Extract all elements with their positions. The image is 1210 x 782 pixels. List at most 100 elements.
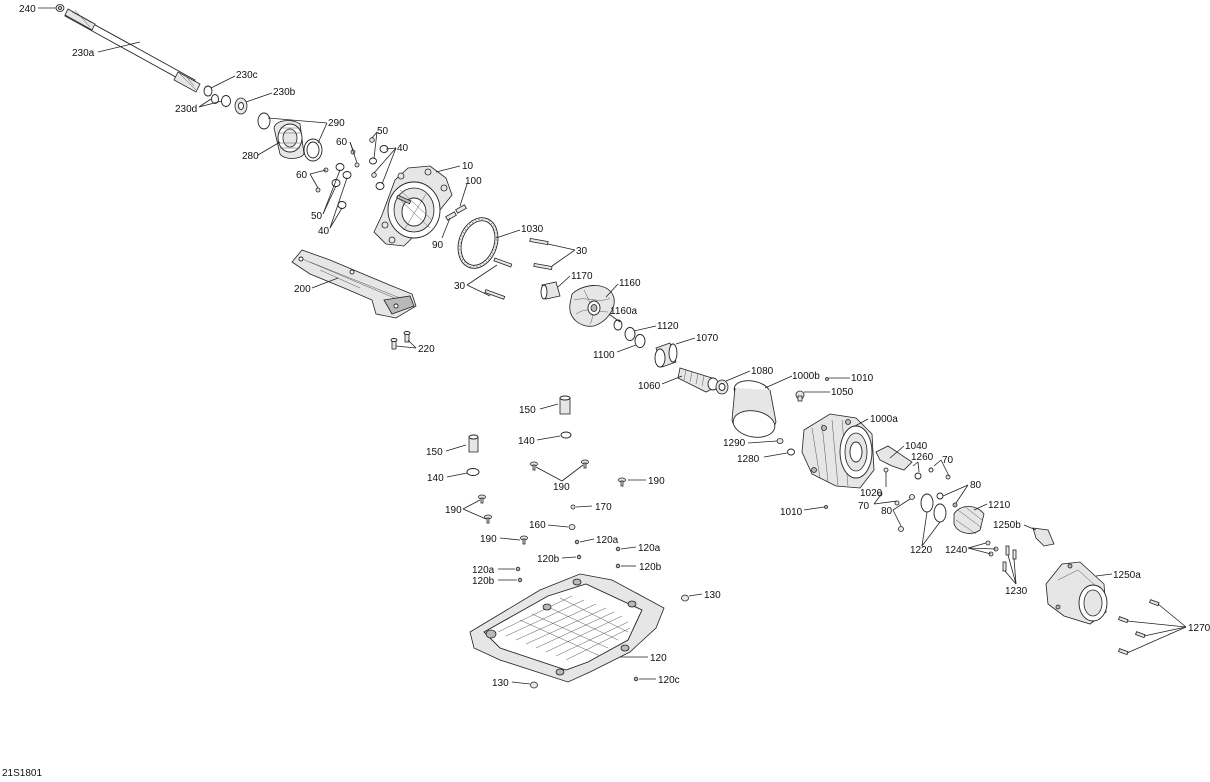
part-200-bracket <box>291 249 417 319</box>
callout-1260: 1260 <box>911 452 934 463</box>
callout-190-bottom: 190 <box>480 534 497 545</box>
part-1250b-deflector <box>1032 527 1055 547</box>
part-140-o-rings <box>466 431 572 476</box>
callout-1170: 1170 <box>571 271 593 282</box>
callout-1010-lower: 1010 <box>780 507 803 518</box>
callout-190-center: 190 <box>553 482 570 493</box>
callout-90: 90 <box>432 240 444 251</box>
part-1030-ring <box>457 217 499 269</box>
callout-120b-2: 120b <box>639 562 662 573</box>
callout-70-lower: 70 <box>858 501 870 512</box>
callout-160: 160 <box>529 520 546 531</box>
part-290-clamp-upper <box>257 112 271 130</box>
callout-1250b: 1250b <box>993 520 1021 531</box>
callout-150-upper: 150 <box>519 405 536 416</box>
callout-60-upper: 60 <box>336 137 348 148</box>
callout-1280: 1280 <box>737 454 760 465</box>
callout-1160a: 1160a <box>610 306 638 317</box>
part-1280-washer <box>787 448 795 456</box>
part-1060-shaft <box>677 367 719 393</box>
part-190-bolts <box>478 459 626 545</box>
part-10-pump-housing <box>373 165 453 247</box>
callout-80-upper: 80 <box>970 480 982 491</box>
callout-1290: 1290 <box>723 438 746 449</box>
part-130-nuts <box>530 594 689 689</box>
callout-230b: 230b <box>273 87 296 98</box>
part-1080-cap-nut <box>715 379 729 395</box>
callout-1270: 1270 <box>1188 623 1210 634</box>
callout-120b-1: 120b <box>537 554 560 565</box>
part-1050-plug <box>795 390 805 402</box>
part-1220-o-rings <box>920 493 947 523</box>
callout-230c: 230c <box>236 70 258 81</box>
leader-lines <box>38 7 1187 685</box>
part-1170-sleeve <box>540 281 561 300</box>
part-230b-bearing <box>234 97 248 115</box>
callout-60-lower: 60 <box>296 170 308 181</box>
part-220-screws <box>390 331 411 350</box>
callout-1020: 1020 <box>860 488 883 499</box>
callout-1120: 1120 <box>657 321 679 332</box>
callout-230a: 230a <box>72 48 95 59</box>
part-1000b-wear-ring <box>731 380 777 438</box>
callout-1070: 1070 <box>696 333 719 344</box>
callout-280: 280 <box>242 151 259 162</box>
callout-30-right: 30 <box>576 246 588 257</box>
callout-140-lower: 140 <box>427 473 444 484</box>
callout-120a-3: 120a <box>472 565 495 576</box>
callout-1220: 1220 <box>910 545 933 556</box>
callout-120a-1: 120a <box>596 535 619 546</box>
callout-1000a: 1000a <box>870 414 898 425</box>
callout-1230: 1230 <box>1005 586 1028 597</box>
callout-1160: 1160 <box>619 278 641 289</box>
part-1100-ring <box>634 334 646 348</box>
callout-30-left: 30 <box>454 281 466 292</box>
part-230c-ring <box>203 85 213 97</box>
callout-50-upper: 50 <box>377 126 389 137</box>
callout-190-left: 190 <box>445 505 462 516</box>
callout-1080: 1080 <box>751 366 774 377</box>
diagram-code: 21S1801 <box>2 768 43 779</box>
callout-100: 100 <box>465 176 482 187</box>
callout-1000b: 1000b <box>792 371 820 382</box>
callout-labels: 240 230a 230c 230d 230b 290 280 60 50 40… <box>19 4 1210 689</box>
part-1120-ring <box>624 327 636 341</box>
callout-170: 170 <box>595 502 612 513</box>
callout-240: 240 <box>19 4 36 15</box>
part-1160-impeller <box>569 285 615 327</box>
part-1000a-stator-housing <box>801 413 875 489</box>
part-1010-screw-upper <box>825 377 829 381</box>
callout-230d: 230d <box>175 104 197 115</box>
callout-120c: 120c <box>658 675 680 686</box>
callout-150-lower: 150 <box>426 447 443 458</box>
callout-10: 10 <box>462 161 474 172</box>
callout-1040: 1040 <box>905 441 928 452</box>
callout-1210: 1210 <box>988 500 1011 511</box>
callout-130-bottom: 130 <box>492 678 509 689</box>
callout-50-lower: 50 <box>311 211 323 222</box>
callout-70-upper: 70 <box>942 455 954 466</box>
callout-190-right: 190 <box>648 476 665 487</box>
part-290-clamp-lower <box>303 138 323 162</box>
part-30-studs <box>484 237 553 300</box>
callout-120b-3: 120b <box>472 576 495 587</box>
callout-120a-2: 120a <box>638 543 661 554</box>
callout-140-upper: 140 <box>518 436 535 447</box>
callout-220: 220 <box>418 344 435 355</box>
callout-1050: 1050 <box>831 387 854 398</box>
fasteners-170-160-120 <box>515 504 639 682</box>
part-1210-cone <box>953 505 985 535</box>
callout-290: 290 <box>328 118 345 129</box>
part-120-ride-plate <box>469 573 665 683</box>
part-1290-plug <box>776 438 784 444</box>
part-1270-screws <box>1118 599 1160 656</box>
part-1040-bracket <box>875 445 913 471</box>
part-280-boot <box>273 120 305 159</box>
callout-1030: 1030 <box>521 224 544 235</box>
part-1160a-ring <box>613 319 623 331</box>
callout-1240: 1240 <box>945 545 968 556</box>
part-240-nut <box>55 4 65 12</box>
part-1250a-nozzle <box>1045 561 1108 625</box>
callout-120: 120 <box>650 653 667 664</box>
callout-1060: 1060 <box>638 381 661 392</box>
